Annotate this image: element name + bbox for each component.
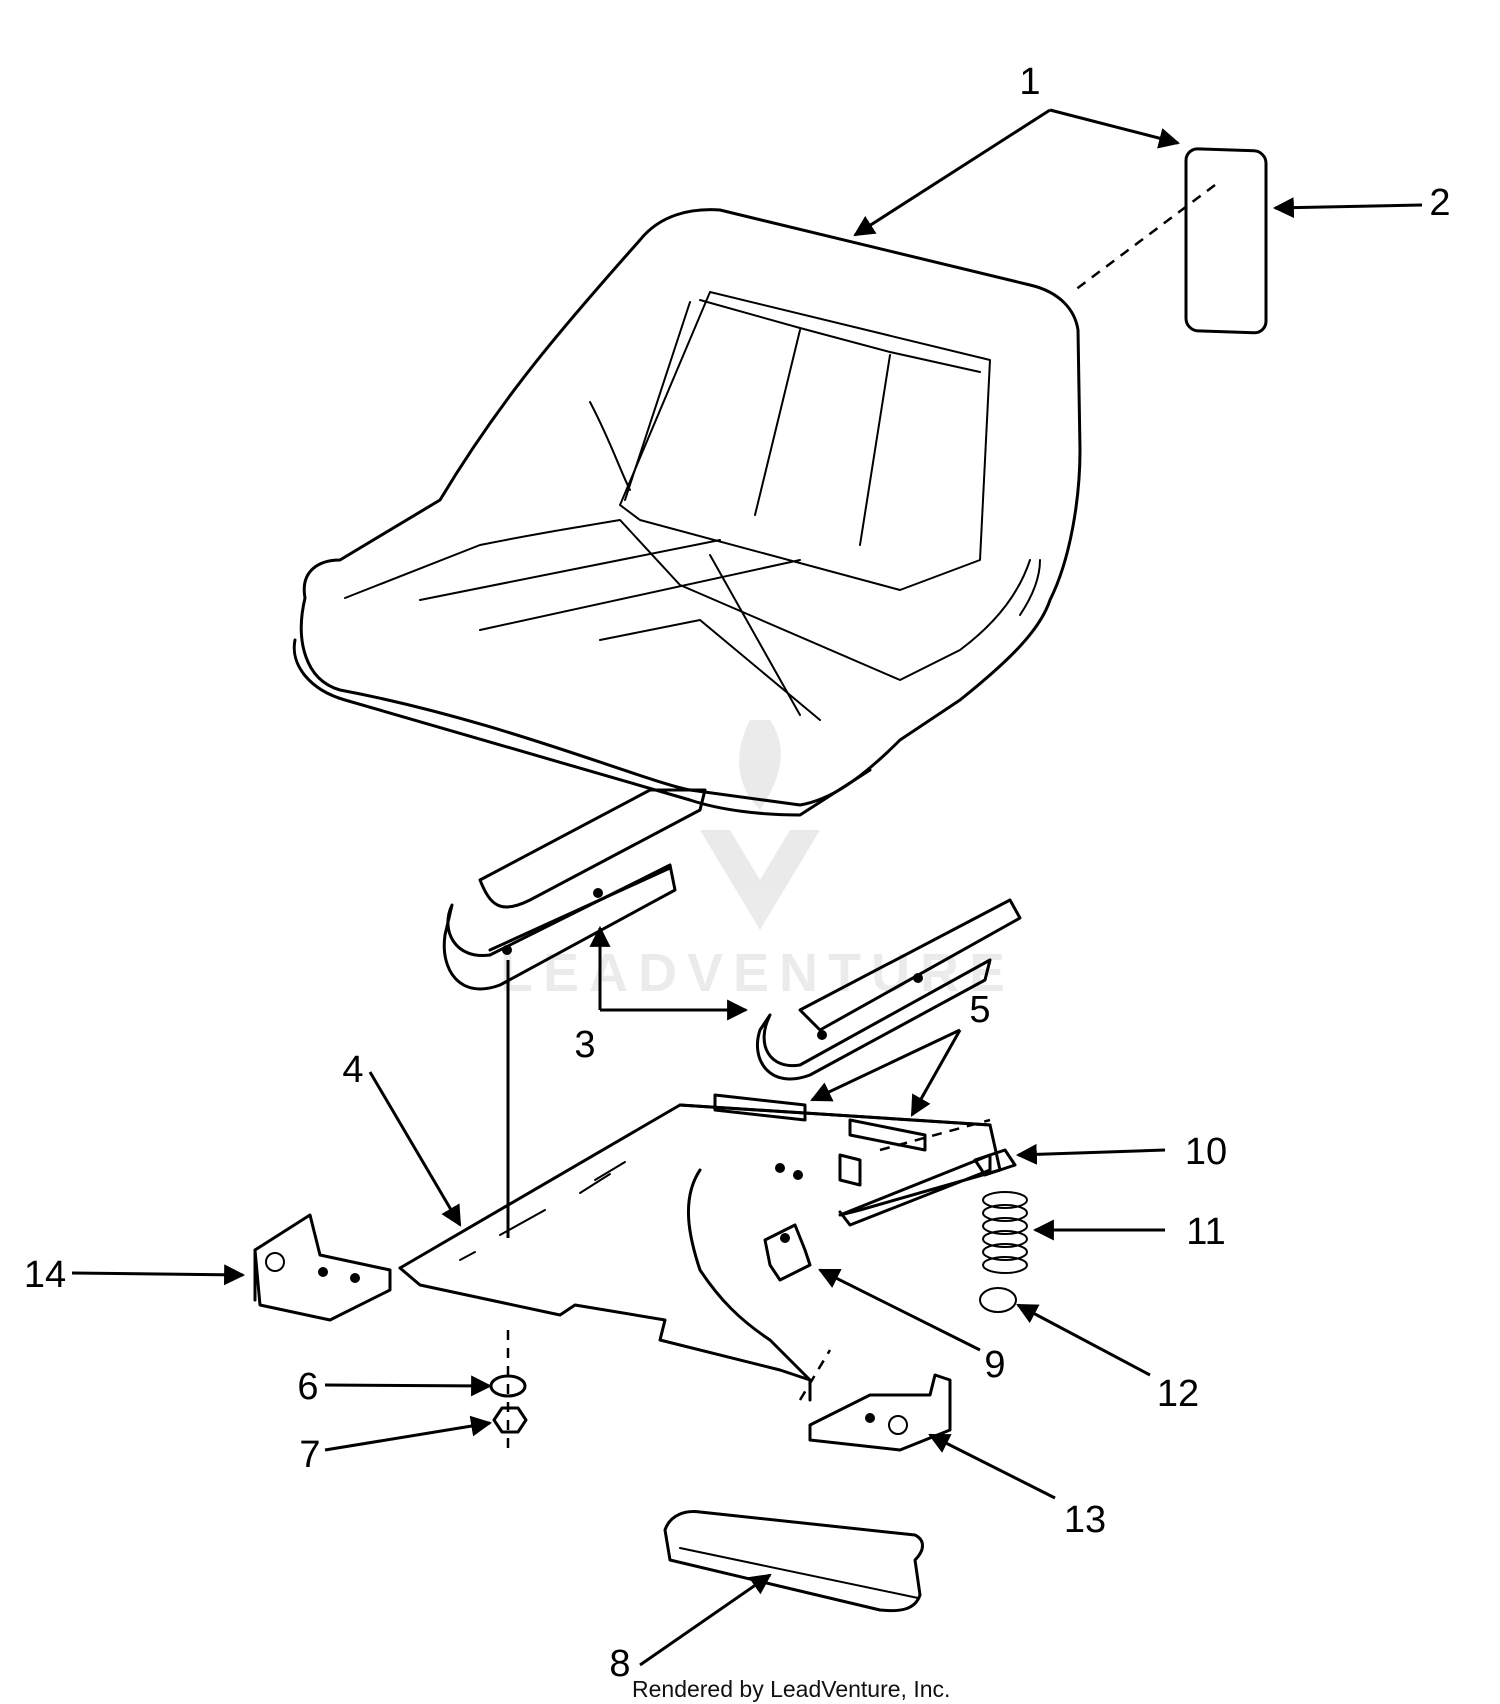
callout-7: 7 bbox=[299, 1434, 321, 1476]
decal bbox=[663, 1510, 924, 1613]
bracket-right bbox=[798, 1349, 952, 1452]
seat-straps bbox=[442, 788, 1022, 1081]
callout-9: 9 bbox=[984, 1344, 1006, 1386]
latch bbox=[763, 1223, 812, 1282]
spacers bbox=[713, 1093, 927, 1152]
bracket-left bbox=[253, 1213, 392, 1322]
base-plate bbox=[398, 1103, 1002, 1402]
callout-3: 3 bbox=[574, 1024, 596, 1066]
callout-11: 11 bbox=[1186, 1211, 1226, 1253]
leader-lines bbox=[71, 108, 1423, 1667]
callout-4: 4 bbox=[342, 1049, 364, 1091]
seat-pad bbox=[1074, 147, 1268, 335]
callout-12: 12 bbox=[1156, 1373, 1200, 1415]
watermark-text: LEADVENTURE bbox=[500, 943, 1016, 1003]
fasteners bbox=[489, 960, 528, 1450]
render-credit: Rendered by LeadVenture, Inc. bbox=[632, 1676, 951, 1702]
callout-10: 10 bbox=[1184, 1131, 1228, 1173]
callout-2: 2 bbox=[1429, 182, 1451, 224]
callout-14: 14 bbox=[23, 1254, 67, 1296]
spring-assembly bbox=[973, 1148, 1028, 1313]
callout-6: 6 bbox=[297, 1366, 319, 1408]
callout-8: 8 bbox=[609, 1643, 631, 1685]
callout-1: 1 bbox=[1019, 61, 1041, 103]
callout-5: 5 bbox=[969, 989, 991, 1031]
watermark-logo bbox=[700, 720, 820, 930]
callout-13: 13 bbox=[1063, 1499, 1107, 1541]
seat bbox=[292, 208, 1082, 817]
